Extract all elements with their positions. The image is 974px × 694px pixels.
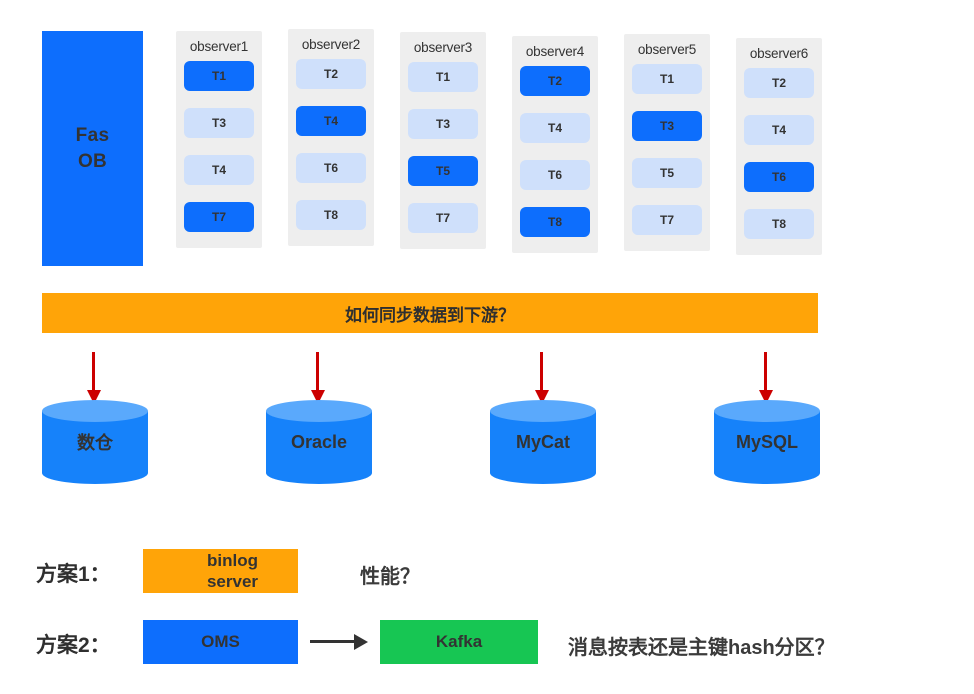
tablet-t5-leader: T5 [408,156,478,186]
ob-label-line2: OB [77,150,108,172]
tablet-t4-leader: T4 [296,106,366,136]
binlog-server-line2: server [206,572,259,591]
tablet-t7-follower: T7 [408,203,478,233]
down-arrow-icon-4 [759,352,773,404]
observer-title: observer1 [189,39,249,54]
database-cylinder-3: MyCat [490,400,596,484]
tablet-t1-follower: T1 [632,64,702,94]
oms-box: OMS [143,620,298,664]
tablet-t6-leader: T6 [744,162,814,192]
tablet-t6-follower: T6 [296,153,366,183]
tablet-t2-follower: T2 [296,59,366,89]
cylinder-label: Oracle [290,431,348,452]
ob-label-line1: Fas [75,124,110,146]
down-arrow-icon-2 [311,352,325,404]
binlog-server-box: binlog server [143,549,298,593]
cylinder-label: MySQL [735,431,798,452]
plan2-note: 消息按表还是主键hash分区？ [568,637,835,659]
binlog-server-line1: binlog [207,550,258,570]
tablet-t8-follower: T8 [296,200,366,230]
tablet-t5-follower: T5 [632,158,702,188]
down-arrow-icon-3 [535,352,549,404]
cylinder-label: MyCat [515,431,570,452]
sync-question-banner: 如何同步数据到下游？ [42,293,818,333]
cylinder-top-icon [42,400,148,422]
tablet-t6-follower: T6 [520,160,590,190]
tablet-t7-follower: T7 [632,205,702,235]
observer-title: observer2 [301,37,361,52]
plan2-label: 方案2： [36,634,111,657]
database-cylinder-4: MySQL [714,400,820,484]
cylinder-label: 数仓 [77,433,113,453]
observer-title: observer5 [637,42,697,57]
sync-question-text: 如何同步数据到下游？ [345,305,515,325]
plan1-label: 方案1： [36,563,111,586]
tablet-t2-leader: T2 [520,66,590,96]
database-cylinder-2: Oracle [266,400,372,484]
tablet-t1-leader: T1 [184,61,254,91]
database-cylinder-1: 数仓 [42,400,148,484]
cylinder-top-icon [490,400,596,422]
kafka-box: Kafka [380,620,538,664]
oms-to-kafka-arrow-icon [310,634,370,650]
tablet-t8-follower: T8 [744,209,814,239]
tablet-t1-follower: T1 [408,62,478,92]
tablet-t3-follower: T3 [408,109,478,139]
down-arrow-icon-1 [87,352,101,404]
oceanbase-cluster-box: Fas OB [42,31,143,266]
cylinder-top-icon [714,400,820,422]
tablet-t4-follower: T4 [184,155,254,185]
observer-title: observer4 [525,44,585,59]
tablet-t3-follower: T3 [184,108,254,138]
tablet-t7-leader: T7 [184,202,254,232]
tablet-t2-follower: T2 [744,68,814,98]
tablet-t8-leader: T8 [520,207,590,237]
observer-title: observer6 [749,46,809,61]
tablet-t4-follower: T4 [744,115,814,145]
tablet-t3-leader: T3 [632,111,702,141]
tablet-t4-follower: T4 [520,113,590,143]
plan1-note: 性能？ [360,566,420,588]
cylinder-top-icon [266,400,372,422]
observer-title: observer3 [413,40,473,55]
